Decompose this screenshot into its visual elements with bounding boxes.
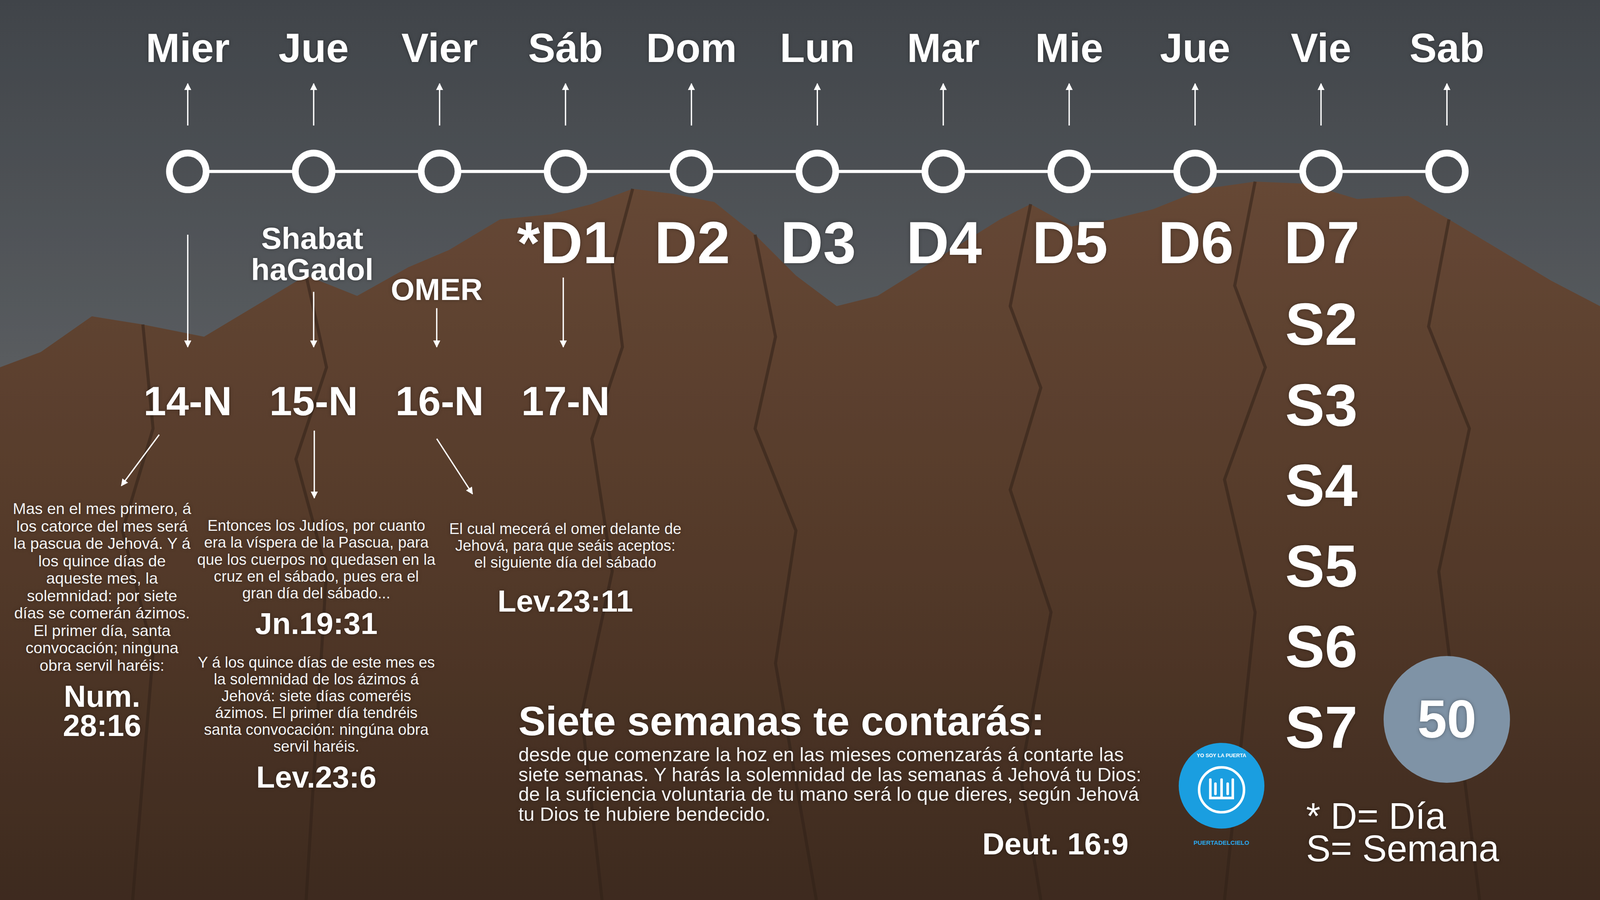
legend-text: S= Semana [1306,830,1499,868]
day-label: Lun [780,25,855,71]
week-count: S3 [1285,372,1358,438]
day-label: Mie [1035,25,1104,71]
day-count: D5 [1032,210,1108,276]
day-count: D2 [654,210,730,276]
week-count: S6 [1285,614,1358,680]
week-count: S4 [1285,453,1358,519]
date-label: 16-N [395,378,484,424]
scripture-reference: Num. 28:16 [40,682,164,740]
scripture-reference: Lev.23:11 [448,585,682,618]
quote-column: Mas en el mes primero, á los catorce del… [10,500,194,741]
day-label: Sáb [528,25,603,71]
day-label: Dom [646,25,737,71]
date-label: 17-N [521,378,610,424]
scripture-reference: Lev.23:6 [196,761,436,794]
logo-motto: YO SOY LA PUERTA [1196,753,1247,759]
scripture-quote: El cual mecerá el omer delante de Jehová… [448,520,682,571]
week-count: S7 [1285,695,1358,761]
timeline [169,153,1466,190]
day-label: Mar [906,25,980,71]
scripture-quote: desde que comenzare la hoz en las mieses… [518,744,1160,824]
day-count: *D1 [516,210,616,276]
quote-column: El cual mecerá el omer delante de Jehová… [448,520,682,618]
day-count: D6 [1158,210,1234,276]
week-count: S5 [1285,533,1358,599]
scripture-reference: Deut. 16:9 [982,828,1129,860]
scripture-quote: Entonces los Judíos, por cuanto era la v… [196,517,436,602]
day-label: Vier [401,25,478,71]
count-circle: 50 [1383,656,1510,783]
legend-text: * D= Día [1306,798,1446,835]
date-label: 14-N [143,378,232,424]
section-title: Siete semanas te contarás: [518,700,1160,743]
sabbath-label: Shabat haGadol [240,222,384,286]
omer-label: OMER [390,272,483,307]
day-label: Jue [278,25,349,71]
date-label: 15-N [269,378,358,424]
day-label: Sab [1409,25,1485,71]
scripture-reference: Jn.19:31 [196,607,436,640]
day-label: Jue [1160,25,1231,71]
scripture-quote: Y á los quince días de este mes es la so… [196,654,436,755]
logo: YO SOY LA PUERTA PUERTADELCIELO [1173,738,1270,854]
up-arrows [187,83,1447,126]
day-label: Mier [145,25,230,71]
day-count: D3 [780,210,856,276]
day-count: D4 [906,210,982,276]
day-label: Vie [1290,25,1352,71]
deut-block: Siete semanas te contarás:desde que come… [518,700,1160,861]
quote-column: Entonces los Judíos, por cuanto era la v… [196,517,436,794]
logo-name: PUERTADELCIELO [1193,839,1250,846]
count-number: 50 [1417,692,1477,746]
week-count: S2 [1285,292,1358,358]
day-count: D7 [1284,210,1360,276]
scripture-quote: Mas en el mes primero, á los catorce del… [10,500,194,674]
